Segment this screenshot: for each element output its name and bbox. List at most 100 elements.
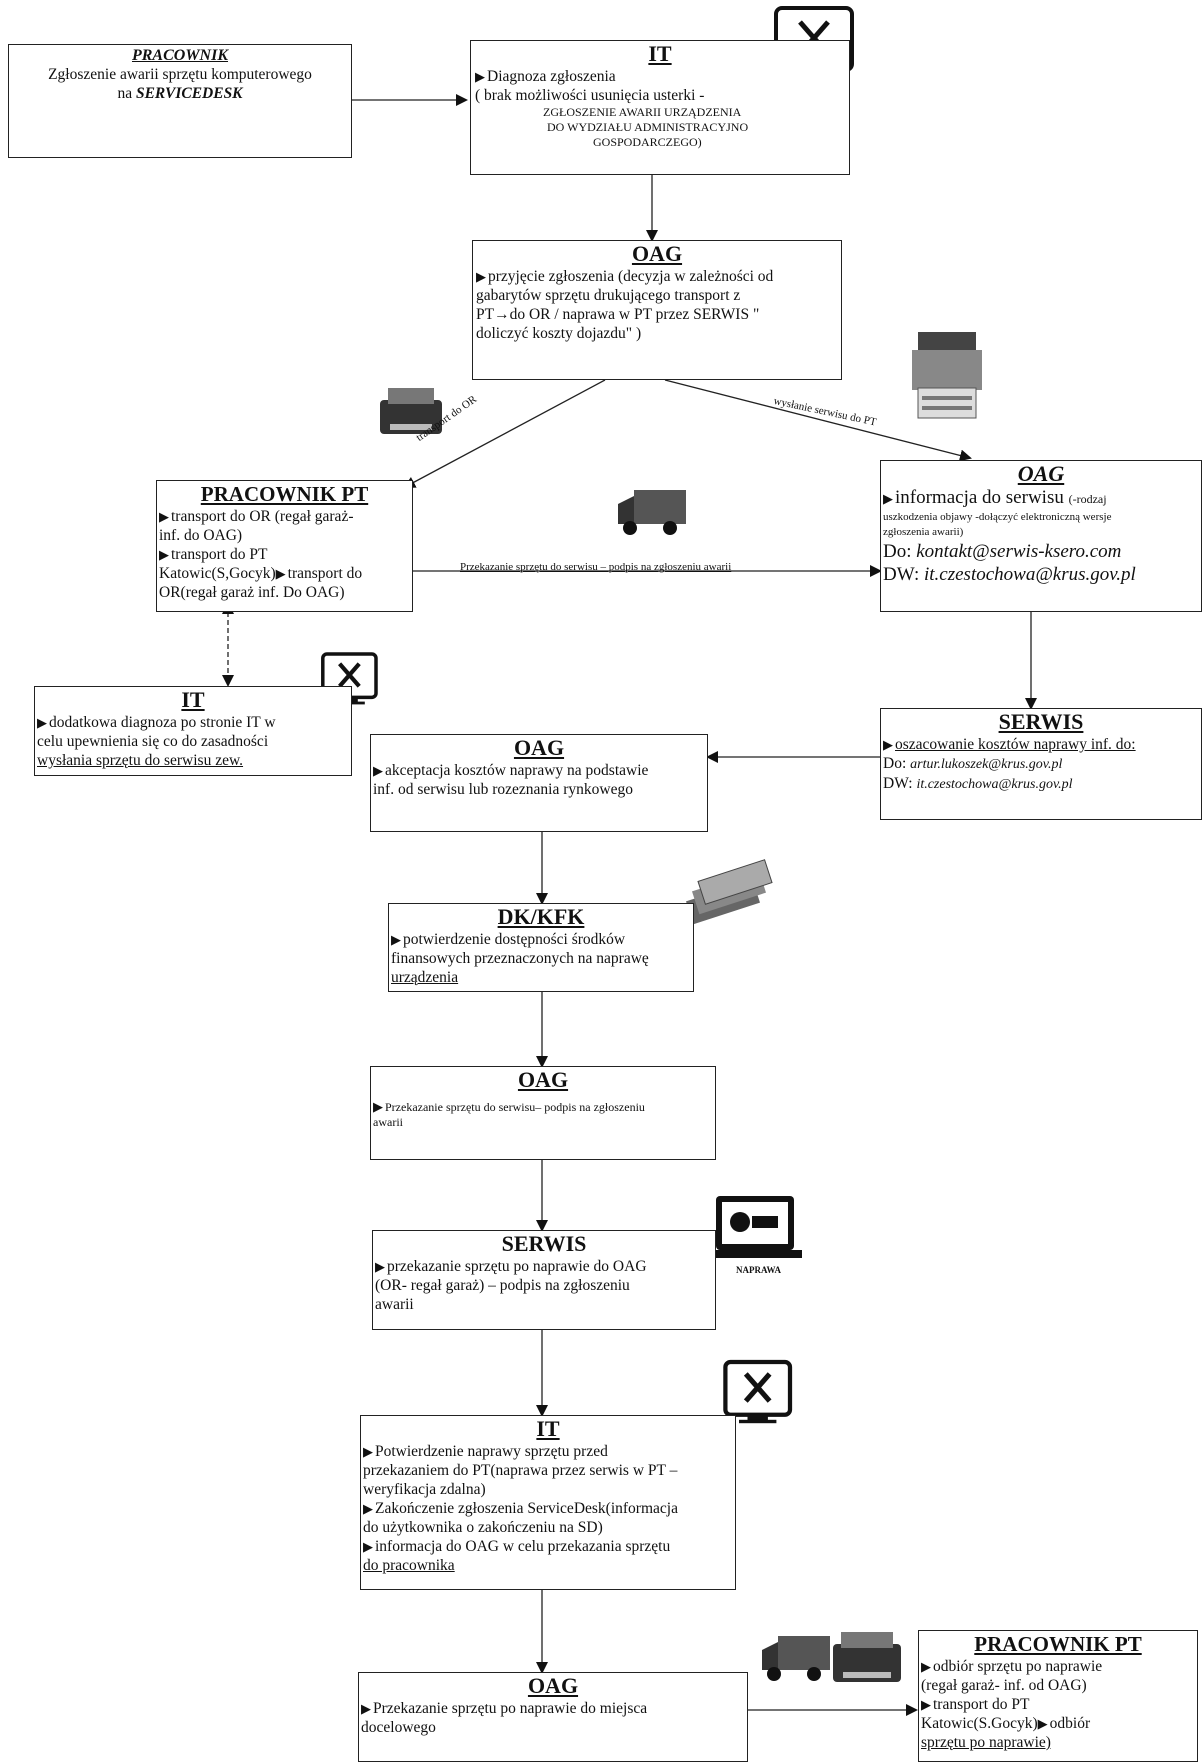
triangle-icon: ▶	[275, 566, 286, 581]
it-diagnosis-line1: Diagnoza zgłoszenia	[487, 68, 616, 85]
triangle-icon: ▶	[373, 1099, 383, 1114]
triangle-icon: ▶	[363, 1539, 373, 1554]
printer-icon	[833, 1632, 901, 1682]
employee-pickup-title: PRACOWNIK PT	[974, 1632, 1142, 1656]
it-confirm-line3: weryfikacja zdalna)	[363, 1481, 486, 1498]
oag-accept-title: OAG	[631, 241, 683, 266]
oag-info-to-label: Do:	[883, 541, 917, 562]
service-return-box: SERWIS ▶przekazanie sprzętu po naprawie …	[372, 1230, 716, 1330]
service-estimate-to-label: Do:	[883, 755, 911, 772]
triangle-icon: ▶	[391, 932, 401, 947]
triangle-icon: ▶	[921, 1659, 931, 1674]
laptop-repair-icon	[708, 1196, 802, 1258]
it-diagnosis-title: IT	[648, 41, 672, 66]
service-return-line3: awarii	[375, 1296, 414, 1313]
service-estimate-box: SERWIS ▶oszacowanie kosztów naprawy inf.…	[880, 708, 1202, 820]
it-extra-line1: dodatkowa diagnoza po stronie IT w	[49, 714, 276, 731]
printer-icon	[380, 388, 442, 434]
oag-info-cc-label: DW:	[883, 564, 924, 585]
employee-start-box: PRACOWNIK Zgłoszenie awarii sprzętu komp…	[8, 44, 352, 158]
employee-pickup-line1: odbiór sprzętu po naprawie	[933, 1658, 1103, 1675]
it-extra-title: IT	[181, 687, 205, 712]
oag-deliver-box: OAG ▶Przekazanie sprzętu po naprawie do …	[358, 1672, 748, 1762]
triangle-icon: ▶	[883, 491, 893, 506]
oag-costs-box: OAG ▶akceptacja kosztów naprawy na podst…	[370, 734, 708, 832]
employee-pickup-box: PRACOWNIK PT ▶odbiór sprzętu po naprawie…	[918, 1630, 1198, 1762]
triangle-icon: ▶	[363, 1501, 373, 1516]
oag-costs-title: OAG	[513, 735, 565, 760]
employee-pickup-line4b: odbiór	[1049, 1715, 1091, 1732]
oag-info-line1: informacja do serwisu	[895, 487, 1064, 508]
it-diagnosis-box: IT ▶Diagnoza zgłoszenia ( brak możliwośc…	[470, 40, 850, 175]
triangle-icon: ▶	[363, 1444, 373, 1459]
oag-handover-line1: Przekazanie sprzętu do serwisu– podpis n…	[385, 1100, 645, 1114]
oag-info-line2: uszkodzenia objawy -dołączyć elektronicz…	[883, 511, 1112, 523]
employee-pt-title: PRACOWNIK PT	[200, 482, 369, 506]
triangle-icon: ▶	[475, 69, 485, 84]
triangle-icon: ▶	[159, 547, 169, 562]
service-estimate-line1: oszacowanie kosztów naprawy inf. do:	[895, 736, 1136, 753]
oag-deliver-line2: docelowego	[361, 1719, 436, 1736]
naprawa-label: NAPRAWA	[736, 1265, 781, 1275]
it-diagnosis-line3: ZGŁOSZENIE AWARII URZĄDZENIA	[543, 105, 742, 119]
employee-start-line1: Zgłoszenie awarii sprzętu komputerowego	[48, 66, 312, 83]
employee-pickup-line5: sprzętu po naprawie)	[921, 1734, 1051, 1751]
employee-pt-line5: OR(regał garaż inf. Do OAG)	[159, 584, 345, 601]
it-confirm-line2: przekazaniem do PT(naprawa przez serwis …	[363, 1462, 678, 1479]
service-return-title: SERWIS	[501, 1231, 587, 1256]
employee-pt-line2: inf. do OAG)	[159, 527, 243, 544]
label-handover: Przekazanie sprzętu do serwisu – podpis …	[460, 561, 732, 573]
triangle-icon: ▶	[373, 763, 383, 778]
it-confirm-line6: informacja do OAG w celu przekazania spr…	[375, 1538, 671, 1555]
dk-kfk-box: DK/KFK ▶potwierdzenie dostępności środkó…	[388, 903, 694, 992]
oag-accept-line3: PT→do OR / naprawa w PT przez SERWIS "	[476, 306, 760, 323]
employee-pt-box: PRACOWNIK PT ▶transport do OR (regał gar…	[156, 480, 413, 612]
dk-kfk-line2: finansowych przeznaczonych na naprawę	[391, 950, 649, 967]
money-icon	[686, 859, 773, 925]
employee-pickup-line2: (regał garaż- inf. od OAG)	[921, 1677, 1087, 1694]
it-extra-box: IT ▶dodatkowa diagnoza po stronie IT w c…	[34, 686, 352, 776]
oag-accept-line4: doliczyć koszty dojazdu" )	[476, 325, 642, 342]
oag-info-line3: zgłoszenia awarii)	[883, 526, 964, 538]
it-extra-line3: wysłania sprzętu do serwisu zew.	[37, 752, 244, 769]
it-confirm-line5: do użytkownika o zakończeniu na SD)	[363, 1519, 603, 1536]
triangle-icon: ▶	[37, 715, 47, 730]
it-confirm-line1: Potwierdzenie naprawy sprzętu przed	[375, 1443, 608, 1460]
employee-pickup-line4a: Katowic(S.Gocyk)	[921, 1715, 1038, 1732]
oag-info-line1-small: (-rodzaj	[1068, 492, 1107, 506]
arrow-oag-to-oag-info	[664, 379, 972, 462]
employee-pt-line4b: transport do	[287, 565, 363, 582]
employee-pt-line3: transport do PT	[171, 546, 268, 563]
triangle-icon: ▶	[159, 509, 169, 524]
oag-handover-line2: awarii	[373, 1115, 403, 1129]
triangle-icon: ▶	[476, 269, 486, 284]
servicedesk-label: SERVICEDESK	[135, 85, 243, 102]
it-extra-line2: celu upewnienia się co do zasadności	[37, 733, 269, 750]
service-estimate-cc-label: DW:	[883, 775, 917, 792]
oag-costs-line2: inf. od serwisu lub rozeznania rynkowego	[373, 781, 633, 798]
oag-deliver-title: OAG	[527, 1673, 579, 1698]
oag-accept-box: OAG ▶przyjęcie zgłoszenia (decyzja w zal…	[472, 240, 842, 380]
dk-kfk-line1: potwierdzenie dostępności środków	[403, 931, 626, 948]
oag-handover-box: OAG ▶Przekazanie sprzętu do serwisu– pod…	[370, 1066, 716, 1160]
service-estimate-to-email[interactable]: artur.lukoszek@krus.gov.pl	[910, 757, 1063, 772]
oag-info-to-email[interactable]: kontakt@serwis-ksero.com	[916, 541, 1122, 562]
dk-kfk-title: DK/KFK	[497, 904, 585, 929]
triangle-icon: ▶	[375, 1259, 385, 1274]
oag-info-title: OAG	[1017, 461, 1065, 486]
it-diagnosis-line4: DO WYDZIAŁU ADMINISTRACYJNO	[547, 120, 749, 134]
computer-repair-icon	[723, 1359, 793, 1424]
triangle-icon: ▶	[883, 737, 893, 752]
service-estimate-title: SERWIS	[998, 709, 1084, 734]
arrow-oag-to-employee-pt	[403, 379, 606, 488]
dk-kfk-line3: urządzenia	[391, 969, 459, 986]
oag-accept-line2: gabarytów sprzętu drukującego transport …	[476, 287, 741, 304]
employee-start-line2a: na	[117, 85, 136, 102]
it-diagnosis-line2: ( brak możliwości usunięcia usterki -	[475, 87, 705, 104]
service-estimate-cc-email[interactable]: it.czestochowa@krus.gov.pl	[916, 777, 1073, 792]
oag-handover-title: OAG	[517, 1067, 569, 1092]
service-return-line1: przekazanie sprzętu po naprawie do OAG	[387, 1258, 647, 1275]
oag-info-cc-email[interactable]: it.czestochowa@krus.gov.pl	[923, 564, 1136, 585]
it-confirm-box: IT ▶Potwierdzenie naprawy sprzętu przed …	[360, 1415, 736, 1590]
it-confirm-title: IT	[536, 1416, 560, 1441]
